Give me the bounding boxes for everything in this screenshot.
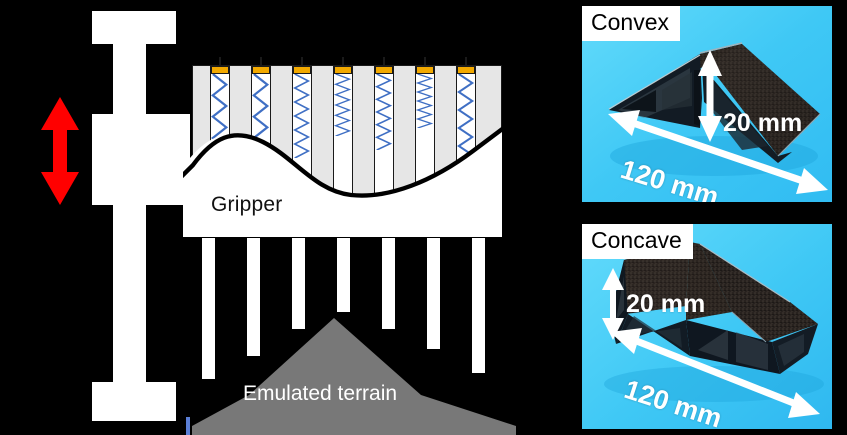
convex-label: Convex: [582, 6, 680, 41]
contact-pin-3: [292, 238, 305, 329]
piston-cap-7: [457, 66, 475, 74]
contact-pin-2: [247, 238, 260, 356]
frame-lower-shaft: [113, 205, 146, 382]
piston-cap-2: [252, 66, 270, 74]
vertical-motion-arrow: [41, 97, 79, 205]
piston-slot-3: [292, 57, 312, 194]
contact-pin-1: [202, 238, 215, 379]
piston-stem-4: [342, 57, 344, 68]
gripper-body: [183, 126, 502, 237]
spring-coil-6: [416, 74, 434, 128]
linear-actuator-block: [92, 114, 190, 205]
concave-label: Concave: [582, 224, 693, 259]
frame-top-plate: [92, 11, 176, 44]
contact-pin-6: [427, 238, 440, 349]
piston-slot-5: [374, 57, 394, 194]
spring-coil-5: [375, 74, 393, 150]
contact-pin-4: [337, 238, 350, 312]
contact-pin-7: [472, 238, 485, 373]
sample-photo-convex: Convex 20 mm 120 mm: [582, 6, 832, 202]
piston-slot-4: [333, 57, 353, 194]
frame-bottom-plate: [92, 382, 176, 421]
piston-stem-5: [383, 57, 385, 68]
frame-upper-shaft: [113, 44, 146, 114]
gripper-schematic: Gripper Emulated terrain: [41, 11, 516, 435]
emulated-terrain: [186, 318, 516, 435]
concave-sample-illustration: [582, 224, 832, 429]
piston-stem-1: [219, 57, 221, 68]
piston-stem-2: [260, 57, 262, 68]
piston-cap-1: [211, 66, 229, 74]
contact-pin-5: [382, 238, 395, 329]
convex-length-arrow: [608, 110, 828, 194]
sample-photo-concave: Concave 20 mm 120 mm: [582, 224, 832, 429]
spring-coil-3: [293, 74, 311, 158]
piston-cap-5: [375, 66, 393, 74]
convex-height-arrow: [698, 50, 722, 142]
concave-height-dim: 20 mm: [626, 290, 706, 318]
piston-cap-3: [293, 66, 311, 74]
spring-coil-4: [334, 74, 352, 136]
piston-stem-6: [424, 57, 426, 68]
emulated-terrain-label: Emulated terrain: [243, 382, 398, 405]
piston-cap-4: [334, 66, 352, 74]
piston-stem-3: [301, 57, 303, 68]
gripper-label: Gripper: [211, 193, 283, 216]
convex-height-dim: 20 mm: [723, 109, 803, 137]
piston-slot-6: [415, 57, 435, 194]
piston-cap-6: [416, 66, 434, 74]
concave-height-arrow: [602, 268, 624, 340]
convex-sample-illustration: [582, 6, 832, 202]
concave-length-arrow: [610, 328, 820, 418]
piston-stem-7: [465, 57, 467, 68]
